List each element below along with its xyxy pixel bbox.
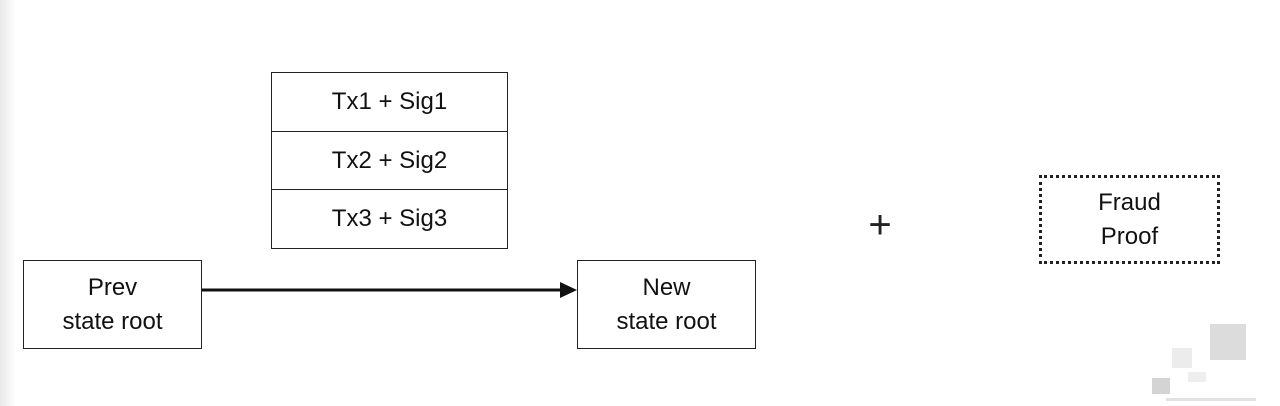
transaction-row-3: Tx3 + Sig3	[331, 205, 448, 233]
new-state-root-box: New state root	[577, 260, 756, 349]
transaction-row-1: Tx1 + Sig1	[272, 73, 507, 132]
prev-state-root-line2: state root	[62, 307, 163, 335]
fraud-proof-line1: Fraud	[1098, 188, 1161, 216]
transaction-row-2: Tx2 + Sig2	[272, 132, 507, 191]
prev-state-root-box: Prev state root	[23, 260, 202, 349]
fraud-proof-box: Fraud Proof	[1039, 175, 1220, 264]
left-edge-shadow	[0, 0, 16, 406]
transition-arrow-head	[560, 282, 577, 298]
new-state-root-line1: New	[642, 273, 691, 301]
new-state-root-line2: state root	[616, 307, 717, 335]
fraud-proof-line2: Proof	[1100, 222, 1159, 250]
prev-state-root-line1: Prev	[87, 273, 138, 301]
transaction-stack: Tx1 + Sig1 Tx2 + Sig2 Tx3 + Sig3	[271, 72, 508, 249]
plus-sign: +	[868, 202, 892, 247]
